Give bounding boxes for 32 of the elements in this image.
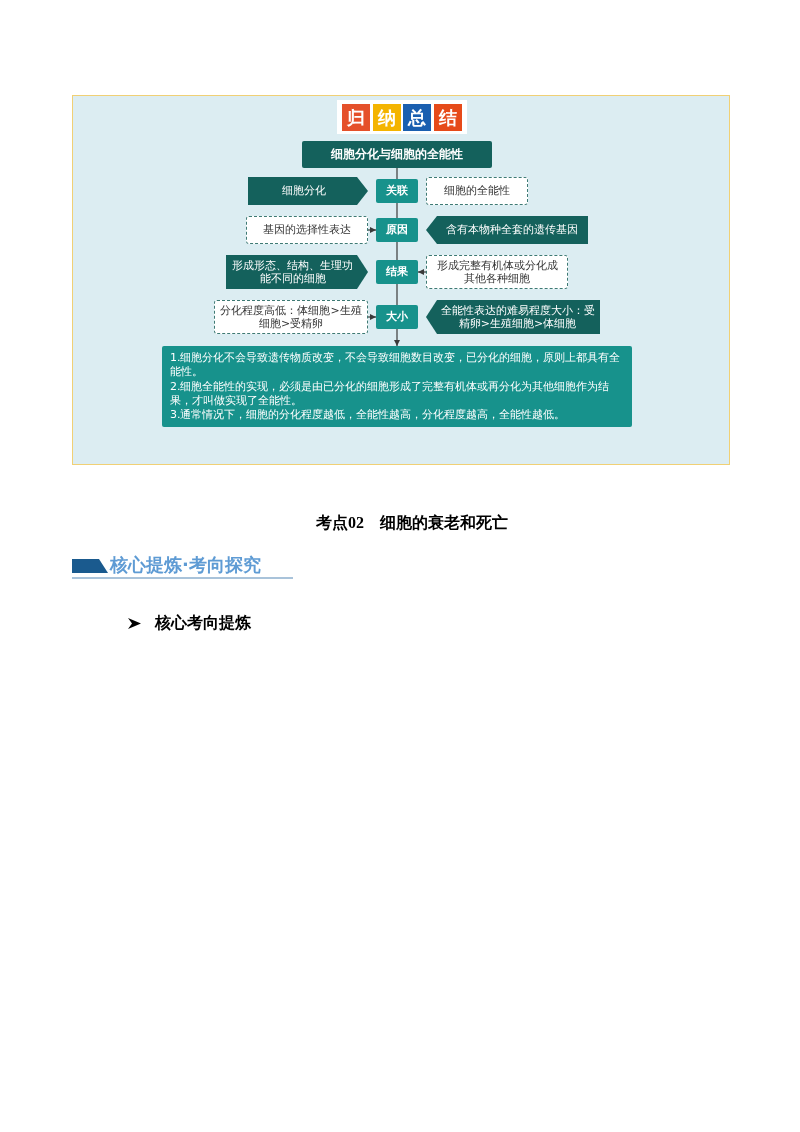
stage-box: 关联	[376, 179, 418, 203]
summary-box	[162, 346, 632, 428]
dashed-note-box: 分化程度高低：体细胞>生殖细胞>受精卵	[214, 300, 368, 334]
arrow-tag: 细胞分化	[248, 177, 368, 205]
summary-item: 1.细胞分化不会导致遗传物质改变，不会导致细胞数目改变，已分化的细胞，原则上都具有全能性。	[170, 351, 622, 380]
stage-box: 原因	[376, 218, 418, 242]
connector-line	[396, 241, 398, 261]
connector-line	[396, 283, 398, 306]
stage-box: 大小	[376, 305, 418, 329]
heading-text: 核心提炼·考向探究	[110, 554, 262, 575]
summary-item: 2.细胞全能性的实现，必须是由已分化的细胞形成了完整有机体或再分化为其他细胞作为结果，才叫做实现了全能性。	[170, 379, 611, 409]
title-tile: 总	[403, 104, 431, 131]
arrow	[367, 314, 377, 320]
title-tile: 纳	[373, 104, 401, 131]
stage-box: 结果	[376, 260, 418, 284]
arrow-tag: 全能性表达的难易程度大小：受精卵>生殖细胞>体细胞	[426, 300, 600, 334]
title-tile: 结	[434, 104, 462, 131]
connector-line	[396, 167, 398, 180]
arrow	[367, 227, 377, 233]
connector-line	[396, 202, 398, 219]
section-heading: 考点02 细胞的衰老和死亡	[315, 513, 509, 533]
arrow	[417, 269, 427, 275]
dashed-note-box: 形成完整有机体或分化成其他各种细胞	[426, 255, 568, 289]
subheading-text: 核心考向提炼	[155, 612, 252, 634]
title-box: 细胞分化与细胞的全能性	[302, 141, 492, 168]
summary-item: 3.通常情况下，细胞的分化程度越低，全能性越高，分化程度越高，全能性越低。	[170, 408, 567, 423]
arrow-tag: 含有本物种全套的遗传基因	[426, 216, 588, 244]
arrow	[394, 328, 400, 347]
arrow-tag: 形成形态、结构、生理功能不同的细胞	[226, 255, 368, 289]
dashed-note-box: 细胞的全能性	[426, 177, 528, 205]
title-tile: 归	[342, 104, 370, 131]
dashed-note-box: 基因的选择性表达	[246, 216, 368, 244]
